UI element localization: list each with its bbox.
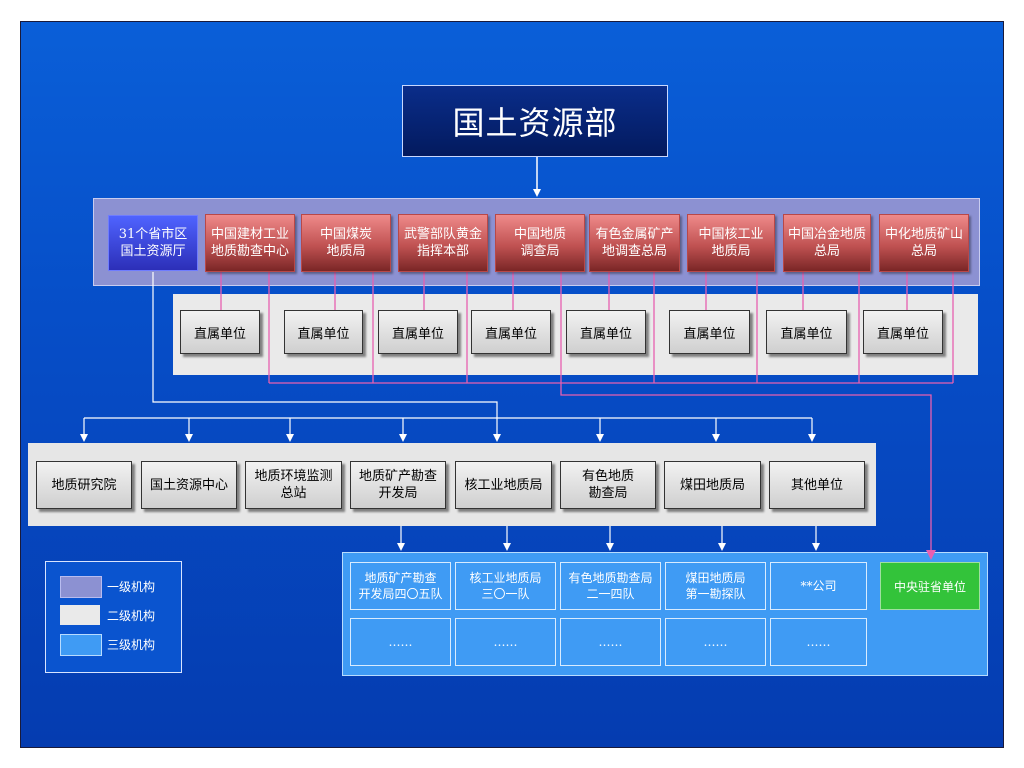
- legend-label-level1: 一级机构: [107, 580, 156, 594]
- bureau-direct-connectors: [220, 272, 908, 310]
- level2-other-units: 其他单位: [769, 461, 865, 509]
- level3-arrows: [397, 526, 820, 551]
- level2-arrows: [80, 418, 816, 442]
- bureau-box-geological-survey: 中国地质调查局: [495, 214, 585, 272]
- level2-nonferrous-exploration: 有色地质勘查局: [560, 461, 656, 509]
- level3-exploration-team-1: 煤田地质局第一勘探队: [665, 562, 766, 610]
- level3-team-301: 核工业地质局三〇一队: [455, 562, 556, 610]
- level2-coalfield-geology: 煤田地质局: [664, 461, 761, 509]
- provincial-connector: [84, 272, 812, 419]
- bureau-box-coal: 中国煤炭地质局: [301, 214, 391, 272]
- bureau-box-gold: 武警部队黄金指挥本部: [398, 214, 488, 272]
- level3-team-214: 有色地质勘查局二一四队: [560, 562, 661, 610]
- bureau-box-metallurgy: 中国冶金地质总局: [783, 214, 871, 272]
- level2-land-resources-center: 国土资源中心: [141, 461, 237, 509]
- direct-unit-1: 直属单位: [180, 310, 260, 354]
- level2-nuclear-geology: 核工业地质局: [455, 461, 552, 509]
- bureau-box-building-materials: 中国建材工业地质勘查中心: [205, 214, 295, 272]
- central-unit-connector: [268, 272, 954, 560]
- level2-geology-institute: 地质研究院: [36, 461, 132, 509]
- level3-placeholder-2: ……: [455, 618, 556, 666]
- central-unit-box: 中央驻省单位: [880, 562, 980, 610]
- bureau-box-nuclear: 中国核工业地质局: [687, 214, 775, 272]
- direct-unit-4: 直属单位: [471, 310, 551, 354]
- direct-unit-2: 直属单位: [284, 310, 363, 354]
- level3-company: **公司: [770, 562, 867, 610]
- level3-placeholder-5: ……: [770, 618, 867, 666]
- legend-swatch-level3: [60, 634, 102, 656]
- legend-swatch-level2: [60, 605, 100, 625]
- level2-environment-monitoring: 地质环境监测总站: [245, 461, 342, 509]
- legend-label-level3: 三级机构: [107, 638, 156, 652]
- direct-unit-6: 直属单位: [669, 310, 750, 354]
- legend-swatch-level1: [60, 576, 102, 598]
- ministry-title: 国土资源部: [402, 85, 668, 157]
- legend-label-level2: 二级机构: [107, 609, 156, 623]
- provincial-bureau-box: 31个省市区国土资源厅: [108, 215, 198, 271]
- provincial-line1: 31个省市区: [118, 227, 188, 242]
- level3-placeholder-4: ……: [665, 618, 766, 666]
- direct-unit-8: 直属单位: [863, 310, 943, 354]
- direct-unit-3: 直属单位: [378, 310, 458, 354]
- provincial-line2: 国土资源厅: [120, 244, 186, 259]
- level3-placeholder-1: ……: [350, 618, 451, 666]
- level2-mineral-exploration: 地质矿产勘查开发局: [350, 461, 446, 509]
- level3-placeholder-3: ……: [560, 618, 661, 666]
- level3-team-405: 地质矿产勘查开发局四〇五队: [350, 562, 451, 610]
- legend: 一级机构 二级机构 三级机构: [45, 561, 182, 673]
- bureau-box-chemical: 中化地质矿山总局: [879, 214, 969, 272]
- direct-unit-7: 直属单位: [766, 310, 847, 354]
- direct-unit-5: 直属单位: [566, 310, 646, 354]
- bureau-box-nonferrous: 有色金属矿产地调查总局: [589, 214, 680, 272]
